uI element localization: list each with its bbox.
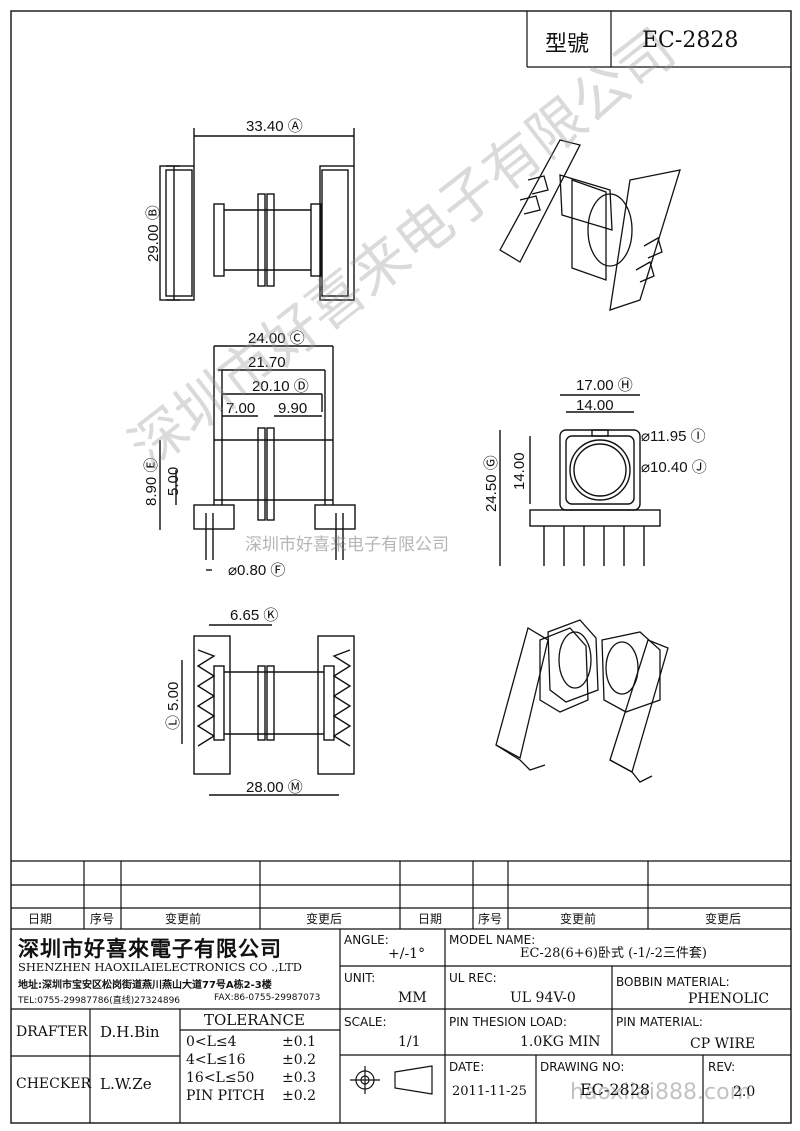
view-bottom [181,624,355,796]
model-number: EC-2828 [642,28,739,53]
ul-rec-label: UL REC: [449,971,497,985]
model-label: 型號 [545,32,590,57]
view-top [159,128,355,301]
pin-tension-value: 1.0KG MIN [520,1034,601,1050]
scale-label: SCALE: [344,1015,387,1029]
dim-20-10: 20.10 Ⓓ [252,378,309,395]
drawing-no-value: EC-2828 [580,1080,651,1099]
company-name-cn: 深圳市好喜來電子有限公司 [18,937,282,961]
tol-range-1: 0<L≤4 [186,1034,237,1050]
rev-header-date-2: 日期 [418,912,443,926]
dim-21-70: 21.70 [248,354,286,371]
pin-material-label: PIN MATERIAL: [616,1015,703,1029]
dim-33-40: 33.40 Ⓐ [246,118,303,135]
view-side [499,394,661,566]
drawing-frame [10,10,792,1124]
drafter-label: DRAFTER [16,1024,88,1040]
rev-label: REV: [708,1060,736,1074]
tol-range-3: 16<L≤50 [186,1070,255,1086]
tol-value-1: ±0.1 [282,1034,316,1050]
rev-header-after-2: 变更后 [705,912,742,926]
watermark-site: haoxilai888.com [570,1080,752,1105]
dim-24-00: 24.00 Ⓒ [248,330,305,347]
bobbin-material-label: BOBBIN MATERIAL: [616,975,730,989]
ul-rec-value: UL 94V-0 [510,990,576,1006]
rev-header-after-1: 变更后 [306,912,343,926]
dim-8-90: 8.90 Ⓔ [143,458,160,506]
watermark-horizontal: 深圳市好喜来电子有限公司 [245,535,449,555]
rev-value: 2.0 [733,1084,756,1100]
rev-header-date-1: 日期 [28,912,53,926]
angle-value: +/-1° [388,946,426,962]
date-value: 2011-11-25 [452,1084,527,1099]
company-name-en: SHENZHEN HAOXILAIELECTRONICS CO .,LTD [18,960,302,974]
rev-header-before-1: 变更前 [165,912,202,926]
company-fax: FAX:86-0755-29987073 [214,993,321,1003]
view-front [159,345,356,571]
unit-label: UNIT: [344,971,376,985]
checker-label: CHECKER [16,1076,92,1092]
tol-value-3: ±0.3 [282,1070,316,1086]
model-name-value: EC-28(6+6)卧式 (-1/-2三件套) [520,946,707,961]
unit-value: MM [398,990,427,1006]
dim-14-00-side: 14.00 [511,452,528,490]
dim-9-90: 9.90 [278,400,307,417]
drafter-value: D.H.Bin [100,1023,160,1041]
dim-5-00-bottom: Ⓛ 5.00 [165,682,182,730]
scale-value: 1/1 [398,1034,421,1050]
dim-29-00: 29.00 Ⓑ [145,205,162,262]
dim-11-95: ⌀11.95 Ⓘ [641,428,706,445]
model-name-label: MODEL NAME: [449,933,536,947]
dim-6-65: 6.65 Ⓚ [230,607,278,624]
dim-14-00-top: 14.00 [576,397,614,414]
pin-material-value: CP WIRE [690,1036,756,1052]
tolerance-label: TOLERANCE [204,1011,305,1029]
dim-5-00-front: 5.00 [165,467,182,496]
tol-value-2: ±0.2 [282,1052,316,1068]
dim-7-00: 7.00 [226,400,255,417]
angle-label: ANGLE: [344,933,389,947]
drawing-no-label: DRAWING NO: [540,1060,625,1074]
company-address: 地址:深圳市宝安区松岗街道燕川燕山大道77号A栋2-3楼 [18,980,272,991]
date-label: DATE: [449,1060,485,1074]
dim-0-80: ⌀0.80 Ⓕ [228,562,285,579]
tol-range-4: PIN PITCH [186,1088,265,1104]
dim-17-00: 17.00 Ⓗ [576,377,633,394]
bobbin-material-value: PHENOLIC [688,991,770,1007]
tol-range-2: 4<L≤16 [186,1052,246,1068]
iso-view-top [499,139,681,311]
dim-28-00: 28.00 Ⓜ [246,779,303,796]
tol-value-4: ±0.2 [282,1088,316,1104]
pin-tension-label: PIN THESION LOAD: [449,1015,567,1029]
dim-24-50: 24.50 Ⓖ [483,455,500,512]
iso-view-bottom [495,619,669,783]
rev-header-seq-2: 序号 [478,912,503,926]
table-grid [11,11,791,1123]
rev-header-before-2: 变更前 [560,912,597,926]
dim-10-40: ⌀10.40 Ⓙ [641,459,707,476]
rev-header-seq-1: 序号 [90,912,115,926]
company-tel: TEL:0755-29987786(直线)27324896 [18,996,181,1006]
checker-value: L.W.Ze [100,1075,152,1093]
